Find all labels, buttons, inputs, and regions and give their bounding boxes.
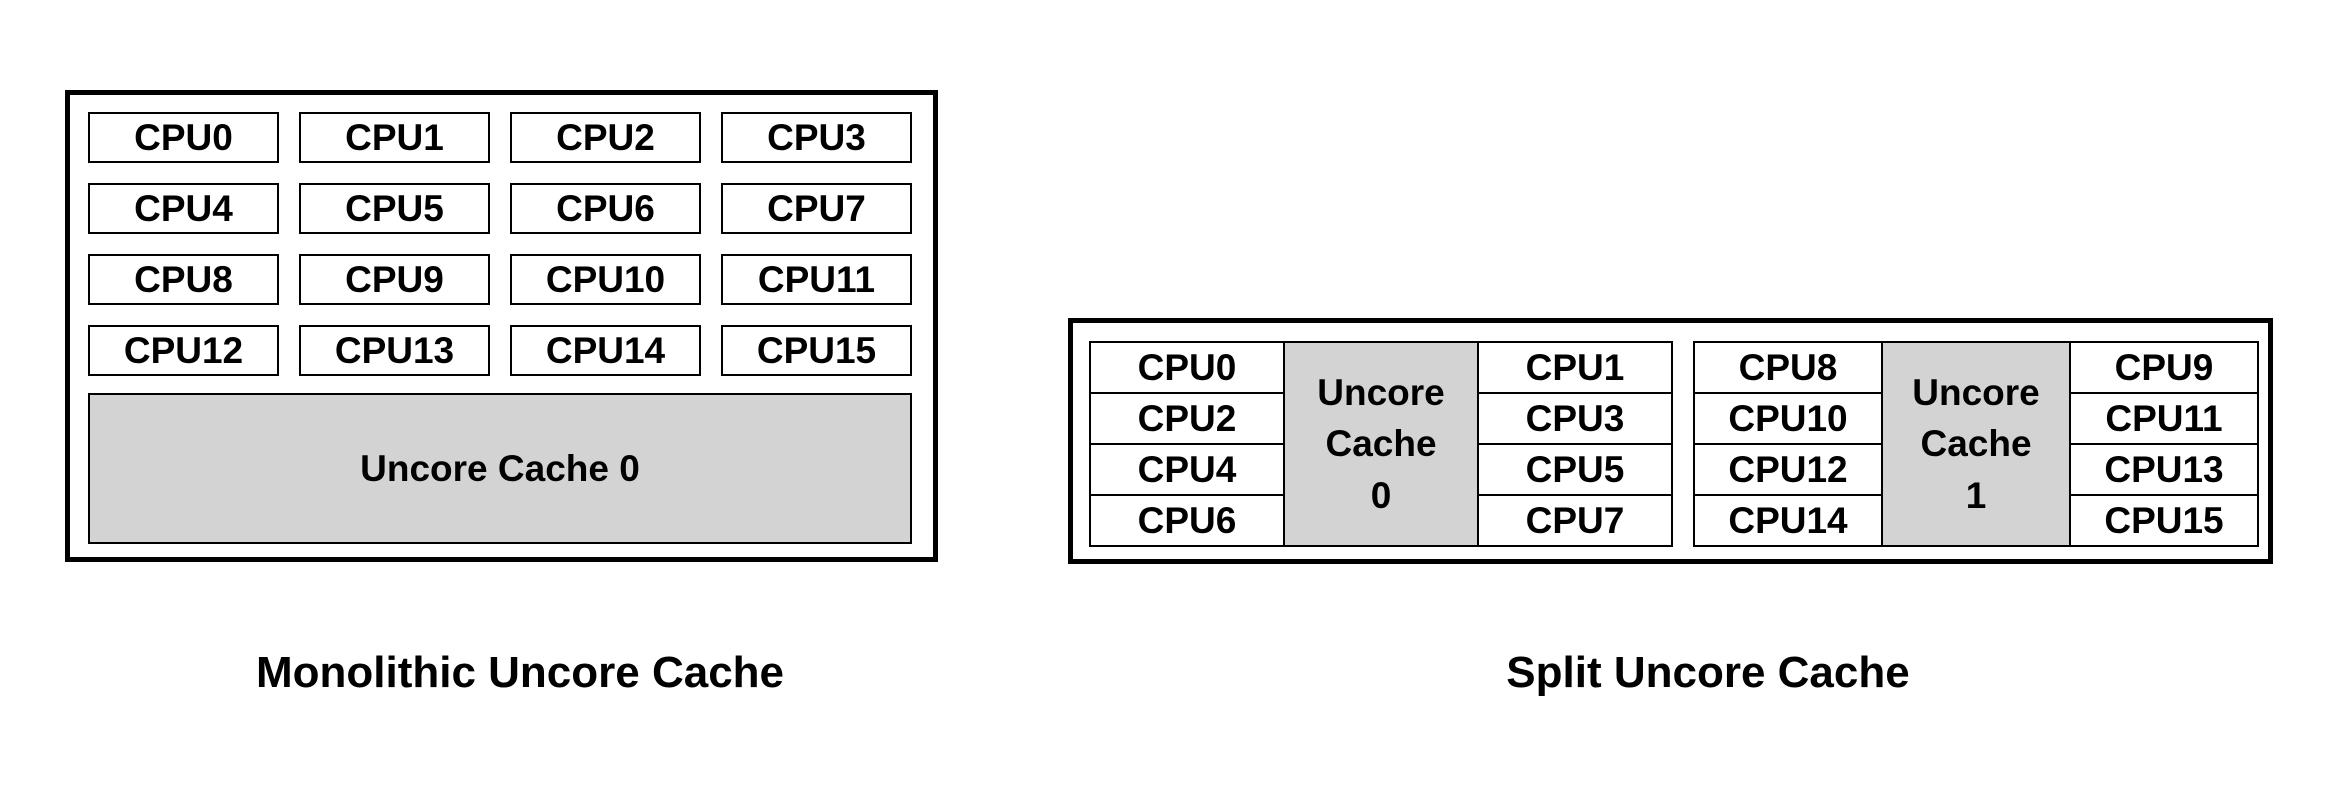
cpu-box: CPU9 [299, 254, 490, 305]
cpu-box: CPU12 [88, 325, 279, 376]
cpu-box: CPU1 [1477, 341, 1673, 394]
cpu-box: CPU0 [88, 112, 279, 163]
cpu-box: CPU7 [721, 183, 912, 234]
monolithic-diagram: CPU0 CPU1 CPU2 CPU3 CPU4 CPU5 CPU6 CPU7 … [65, 90, 938, 562]
cpu-box: CPU5 [299, 183, 490, 234]
cpu-box: CPU14 [1693, 494, 1883, 547]
split-diagram: CPU0 Uncore Cache 0 CPU1 CPU2 CPU3 CPU4 … [1068, 318, 2273, 564]
cpu-box: CPU3 [1477, 392, 1673, 445]
cpu-box: CPU13 [299, 325, 490, 376]
cpu-box: CPU5 [1477, 443, 1673, 496]
cpu-box: CPU3 [721, 112, 912, 163]
cpu-box: CPU4 [88, 183, 279, 234]
cpu-box: CPU8 [1693, 341, 1883, 394]
cpu-box: CPU0 [1089, 341, 1285, 394]
cpu-box: CPU10 [510, 254, 701, 305]
uncore-cache-1-box: Uncore Cache 1 [1881, 341, 2071, 547]
cpu-box: CPU14 [510, 325, 701, 376]
cpu-box: CPU6 [1089, 494, 1285, 547]
cpu-box: CPU1 [299, 112, 490, 163]
cpu-box: CPU12 [1693, 443, 1883, 496]
cpu-box: CPU2 [1089, 392, 1285, 445]
uncore-cache-0-box: Uncore Cache 0 [88, 393, 912, 544]
cpu-box: CPU7 [1477, 494, 1673, 547]
cpu-box: CPU13 [2069, 443, 2259, 496]
cpu-box: CPU8 [88, 254, 279, 305]
cache-cluster-1: CPU8 Uncore Cache 1 CPU9 CPU10 CPU11 CPU… [1693, 341, 2259, 547]
cache-cluster-0: CPU0 Uncore Cache 0 CPU1 CPU2 CPU3 CPU4 … [1089, 341, 1673, 547]
cpu-box: CPU4 [1089, 443, 1285, 496]
cpu-box: CPU10 [1693, 392, 1883, 445]
cpu-box: CPU15 [721, 325, 912, 376]
monolithic-caption: Monolithic Uncore Cache [255, 648, 785, 697]
cache-clusters: CPU0 Uncore Cache 0 CPU1 CPU2 CPU3 CPU4 … [1089, 341, 2259, 547]
cpu-box: CPU11 [2069, 392, 2259, 445]
cpu-box: CPU2 [510, 112, 701, 163]
cpu-box: CPU11 [721, 254, 912, 305]
cpu-box: CPU15 [2069, 494, 2259, 547]
cpu-box: CPU9 [2069, 341, 2259, 394]
cpu-grid: CPU0 CPU1 CPU2 CPU3 CPU4 CPU5 CPU6 CPU7 … [88, 112, 912, 376]
cpu-box: CPU6 [510, 183, 701, 234]
uncore-cache-0-box: Uncore Cache 0 [1283, 341, 1479, 547]
split-caption: Split Uncore Cache [1506, 648, 1910, 697]
